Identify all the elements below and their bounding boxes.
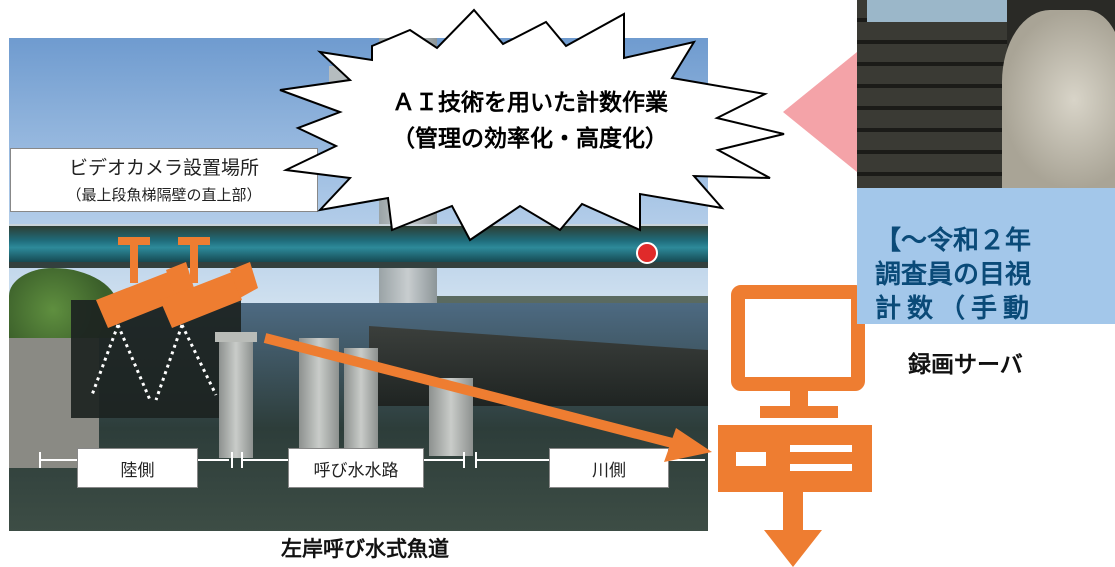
note-line-2: 調査員の目視	[875, 260, 1032, 290]
call-channel-label: 呼び水水路	[288, 448, 424, 488]
land-side-label: 陸側	[77, 448, 198, 488]
camera-location-title: ビデオカメラ設置場所	[68, 157, 259, 179]
ai-counting-burst	[279, 8, 785, 242]
fish-ladder-caption: 左岸呼び水式魚道	[281, 537, 449, 561]
burst-line-1: ＡＩ技術を用いた計数作業	[392, 89, 669, 116]
video-camera-icon-2	[160, 262, 258, 328]
manual-counting-photo	[857, 0, 1115, 188]
camera-to-server-arrow	[263, 333, 682, 450]
camera-mount-left	[118, 237, 150, 283]
recording-server-label: 録画サーバ	[908, 352, 1023, 378]
river-side-label: 川側	[549, 448, 669, 488]
note-line-3: 計数（手動	[875, 294, 1036, 324]
down-arrow	[764, 492, 822, 567]
manual-counting-note: 【〜令和２年 調査員の目視 計数（手動	[857, 188, 1115, 324]
camera-view-lines	[90, 324, 218, 401]
video-camera-icon-1	[96, 262, 194, 328]
camera-mount-right	[178, 237, 210, 283]
note-line-1: 【〜令和２年	[875, 226, 1032, 256]
camera-location-detail: （最上段魚梯隔壁の直上部）	[66, 186, 262, 204]
no-entry-sign	[636, 242, 658, 264]
burst-line-2: （管理の効率化・高度化）	[392, 125, 668, 152]
computer-server-icon	[718, 285, 872, 492]
camera-location-label: ビデオカメラ設置場所 （最上段魚梯隔壁の直上部）	[10, 148, 318, 212]
